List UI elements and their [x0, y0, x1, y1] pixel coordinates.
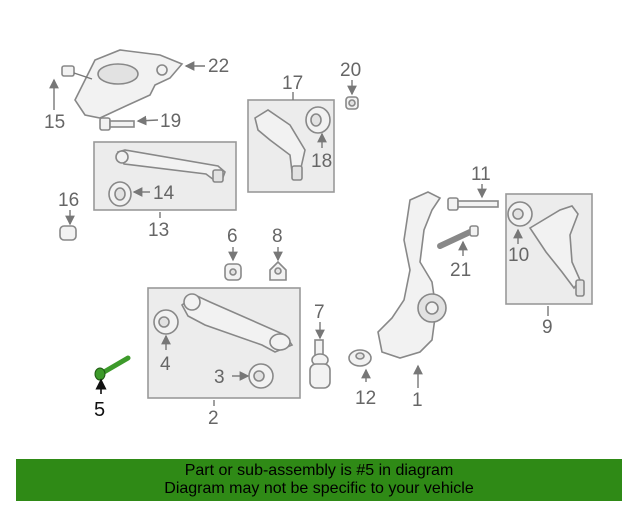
part-8-nut [269, 260, 287, 281]
callout-2: 2 [208, 408, 219, 429]
callout-13: 13 [148, 220, 169, 241]
part-21-bolt [437, 225, 479, 249]
part-14-bushing [108, 181, 132, 207]
part-16-nut [59, 225, 77, 241]
part-12-nut [348, 349, 372, 367]
part-2-arm [180, 293, 294, 353]
part-4-bushing [153, 309, 179, 335]
part-15-bolt [61, 65, 93, 80]
callout-21: 21 [450, 260, 471, 281]
part-5-bolt-highlighted [94, 355, 131, 381]
callout-8: 8 [272, 226, 283, 247]
callout-3: 3 [214, 367, 225, 388]
part-22-mount [74, 49, 184, 119]
callout-22: 22 [208, 56, 229, 77]
part-11-bolt [447, 197, 499, 211]
banner-line-1: Part or sub-assembly is #5 in diagram [184, 462, 454, 479]
callout-11: 11 [471, 164, 491, 185]
part-18-bushing [305, 106, 331, 134]
part-9-arm [528, 205, 585, 297]
callout-18: 18 [311, 151, 332, 172]
part-17-arm [254, 109, 306, 181]
part-6-nut [224, 263, 242, 281]
callout-15: 15 [44, 112, 65, 133]
part-3-bushing [248, 363, 274, 389]
part-13-arm [115, 149, 226, 183]
callout-6: 6 [227, 226, 238, 247]
part-1-knuckle [377, 191, 447, 359]
callout-20: 20 [340, 60, 361, 81]
part-19-bolt [99, 117, 135, 131]
callout-labels: 22 15 19 17 18 20 16 14 13 6 8 4 3 2 7 1… [44, 56, 553, 429]
callout-14: 14 [153, 183, 175, 204]
callout-19: 19 [160, 111, 181, 132]
banner-line-2: Diagram may not be specific to your vehi… [164, 480, 474, 497]
part-20-nut [345, 96, 359, 110]
info-banner: Part or sub-assembly is #5 in diagram Di… [16, 459, 622, 501]
leader-lines [49, 61, 549, 406]
callout-1: 1 [412, 390, 423, 411]
callout-16: 16 [58, 190, 79, 211]
callout-5-highlighted: 5 [94, 399, 105, 421]
callout-4: 4 [160, 354, 171, 375]
part-7-ball-joint [309, 339, 331, 389]
callout-17: 17 [282, 73, 303, 94]
callout-7: 7 [314, 302, 325, 323]
callout-9: 9 [542, 317, 553, 338]
callout-10: 10 [508, 245, 529, 266]
part-10-bushing [507, 201, 533, 227]
callout-12: 12 [355, 388, 376, 409]
